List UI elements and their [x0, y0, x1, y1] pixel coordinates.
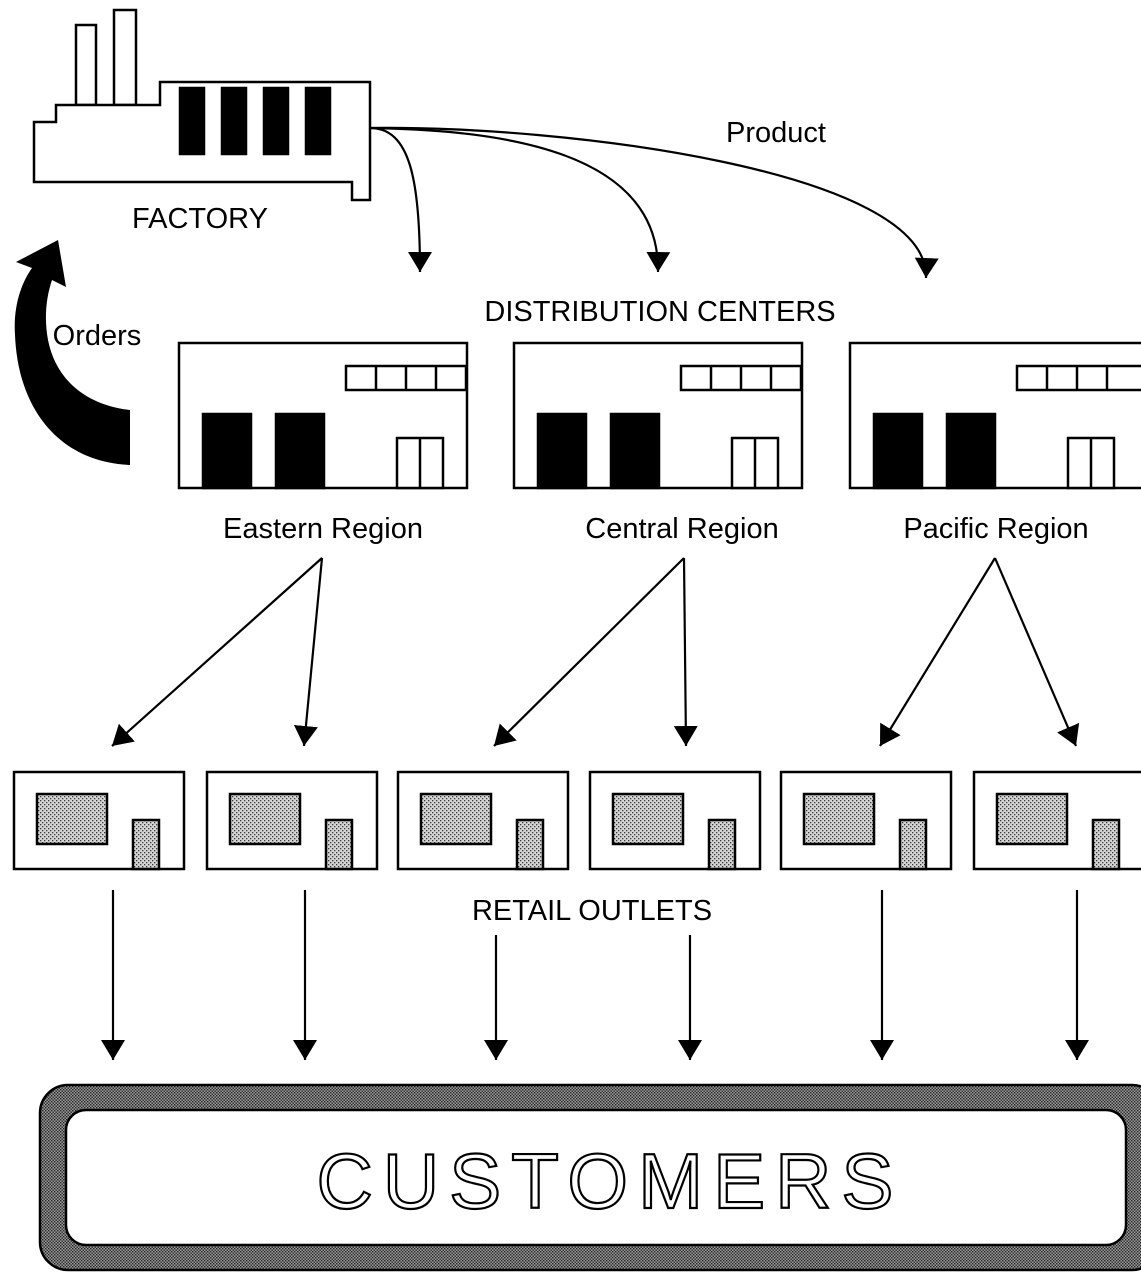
retail-outlet: [779, 770, 953, 871]
retail-outlets-title: RETAIL OUTLETS: [472, 895, 712, 927]
region-label-central: Central Region: [585, 513, 778, 545]
retail-outlet: [972, 770, 1141, 871]
factory-label: FACTORY: [132, 203, 268, 235]
outlet-to-customer-arrows: [101, 890, 1089, 1060]
product-label: Product: [726, 117, 826, 149]
retail-outlet: [205, 770, 379, 871]
customers-box: [38, 1083, 1141, 1272]
distribution-centers-title: DISTRIBUTION CENTERS: [484, 296, 835, 328]
factory-icon: [32, 8, 372, 202]
retail-outlet: [396, 770, 570, 871]
region-label-eastern: Eastern Region: [223, 513, 423, 545]
distribution-center-eastern: [177, 341, 469, 490]
orders-label: Orders: [53, 320, 142, 352]
orders-arrow: [14, 240, 130, 465]
region-to-outlet-arrows: [111, 557, 1080, 747]
retail-outlet: [588, 770, 762, 871]
distribution-center-central: [512, 341, 804, 490]
retail-outlet: [12, 770, 186, 871]
product-arrows: [369, 126, 939, 279]
region-label-pacific: Pacific Region: [903, 513, 1088, 545]
distribution-center-pacific: [848, 341, 1141, 490]
customers-label: CUSTOMERS: [317, 1137, 904, 1225]
